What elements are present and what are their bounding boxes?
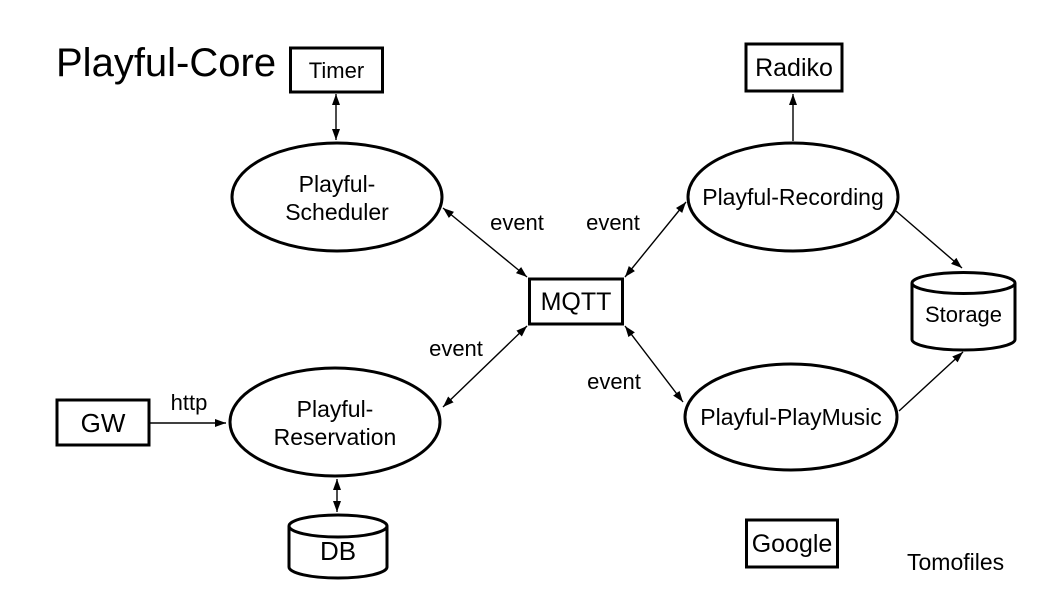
playmusic-label: Playful-PlayMusic [700, 404, 882, 430]
google-label: Google [752, 530, 833, 558]
edge-label-event-playmusic: event [587, 369, 641, 394]
radiko-box [744, 42, 844, 93]
edges [150, 94, 964, 512]
edge-label-event-reservation: event [429, 336, 483, 361]
node-google: Google [745, 518, 839, 569]
radiko-label: Radiko [755, 54, 833, 82]
playmusic-ellipse [683, 362, 899, 472]
mqtt-box [528, 277, 624, 326]
node-db: DB [287, 513, 389, 580]
node-timer: Timer [289, 46, 384, 94]
timer-label: Timer [309, 58, 364, 83]
reservation-label-line1: Playful- [297, 396, 374, 422]
attribution-text: Tomofiles [907, 549, 1004, 575]
scheduler-label-line1: Playful- [299, 171, 376, 197]
edge-label-http: http [171, 390, 208, 415]
mqtt-label: MQTT [541, 288, 612, 316]
edge-reservation-mqtt [442, 325, 528, 408]
edge-mqtt-playmusic [624, 325, 684, 403]
edge-label-event-recording: event [586, 210, 640, 235]
node-playful-scheduler: Playful- Scheduler [230, 141, 444, 253]
scheduler-label-line2: Scheduler [285, 199, 389, 225]
db-cylinder-top [287, 513, 389, 539]
edge-scheduler-mqtt [442, 207, 528, 278]
reservation-ellipse [228, 366, 442, 478]
edge-playmusic-storage [898, 351, 964, 412]
google-box [745, 518, 839, 569]
storage-cylinder-top [910, 271, 1017, 295]
node-playful-reservation: Playful- Reservation [228, 366, 442, 478]
gw-box [55, 398, 151, 447]
scheduler-ellipse [230, 141, 444, 253]
node-storage: Storage [910, 271, 1017, 352]
edge-recording-storage [895, 210, 963, 269]
db-cylinder-body [287, 526, 389, 580]
edge-mqtt-recording [624, 201, 687, 278]
node-playful-playmusic: Playful-PlayMusic [683, 362, 899, 472]
node-playful-recording: Playful-Recording [686, 141, 900, 253]
node-radiko: Radiko [744, 42, 844, 93]
node-gw: GW [55, 398, 151, 447]
reservation-label-line2: Reservation [274, 424, 397, 450]
node-mqtt: MQTT [528, 277, 624, 326]
db-label: DB [320, 536, 356, 566]
gw-label: GW [81, 408, 126, 438]
page-title: Playful-Core [56, 41, 276, 85]
edge-labels: event event event event http [171, 210, 641, 415]
storage-label: Storage [925, 302, 1002, 327]
storage-cylinder-body [910, 283, 1017, 352]
timer-box [289, 46, 384, 94]
recording-ellipse [686, 141, 900, 253]
recording-label: Playful-Recording [702, 184, 884, 210]
edge-label-event-scheduler: event [490, 210, 544, 235]
